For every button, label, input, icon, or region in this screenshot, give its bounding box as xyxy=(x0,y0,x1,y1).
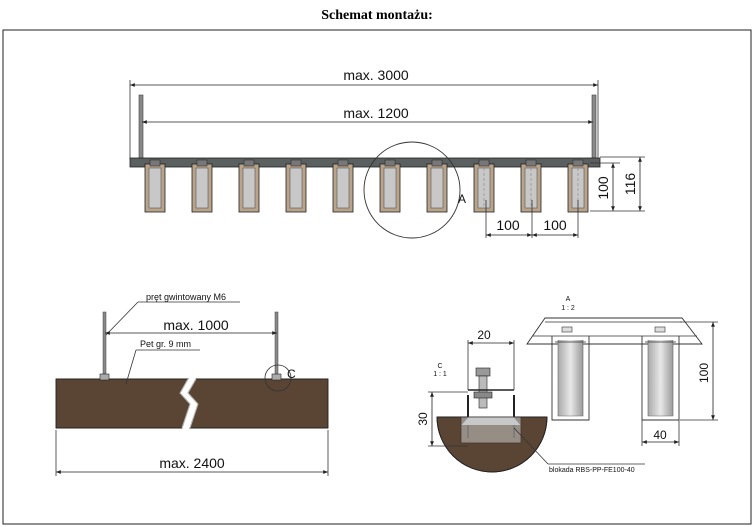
dim-span-label: max. 1200 xyxy=(343,105,409,121)
detail-a-rail xyxy=(526,317,703,345)
detail-a: A 1 : 2 100 40 xyxy=(526,296,718,446)
pendant-10 xyxy=(567,159,589,213)
detail-c-height-label: 30 xyxy=(416,412,430,426)
threaded-rod-right xyxy=(591,94,597,159)
detail-a-marker: A xyxy=(458,192,466,206)
top-view: max. 3000 max. 1200 A 100 100 xyxy=(129,67,645,239)
detail-a-height-label: 100 xyxy=(697,363,711,383)
side-view: pręt gwintowany M6 max. 1000 Pet gr. 9 m… xyxy=(55,292,329,476)
pendant-1 xyxy=(144,159,166,213)
pendant-5 xyxy=(332,159,354,213)
detail-c-circle xyxy=(264,364,292,392)
pendant-6 xyxy=(379,159,401,213)
dim-side-length-label: max. 2400 xyxy=(159,455,225,471)
dim-pitch-1-label: 100 xyxy=(496,217,520,233)
detail-c-width-label: 20 xyxy=(477,328,491,342)
pendant-4 xyxy=(285,159,307,213)
detail-a-insert-left xyxy=(551,336,590,421)
pendant-7 xyxy=(426,159,448,213)
pendant-9 xyxy=(520,159,542,213)
drawing-title: Schemat montażu: xyxy=(321,8,433,23)
dim-height-100-label: 100 xyxy=(595,176,611,200)
detail-a-circle xyxy=(363,141,461,239)
side-rod-left xyxy=(102,311,107,381)
pendant-row xyxy=(144,159,589,213)
wood-bar-left xyxy=(55,378,191,429)
pendant-2 xyxy=(191,159,213,213)
wood-bar-right xyxy=(187,378,329,429)
pendant-8 xyxy=(473,159,495,213)
label-lock: blokada RBS-PP-FE100-40 xyxy=(549,467,635,474)
detail-a-width-label: 40 xyxy=(653,428,667,442)
threaded-rod-left xyxy=(138,94,144,159)
side-rod-right xyxy=(274,311,279,381)
detail-c: C 1 : 1 20 30 xyxy=(416,328,645,474)
dim-overall-label: max. 3000 xyxy=(343,67,409,83)
label-threaded-rod: pręt gwintowany M6 xyxy=(146,292,226,302)
detail-a-scale: 1 : 2 xyxy=(561,305,575,312)
dim-height-116-label: 116 xyxy=(622,173,638,196)
detail-a-insert-right xyxy=(641,336,680,421)
steel-beam xyxy=(129,157,601,168)
detail-c-scale: 1 : 1 xyxy=(433,371,447,378)
detail-c-marker: C xyxy=(287,367,296,381)
label-bar: Pet gr. 9 mm xyxy=(140,339,191,349)
detail-a-name: A xyxy=(566,296,571,303)
drawing-border xyxy=(2,29,752,525)
pendant-3 xyxy=(238,159,260,213)
detail-c-name: C xyxy=(437,363,442,370)
dim-side-span-label: max. 1000 xyxy=(163,317,229,333)
dim-pitch-2-label: 100 xyxy=(543,217,567,233)
